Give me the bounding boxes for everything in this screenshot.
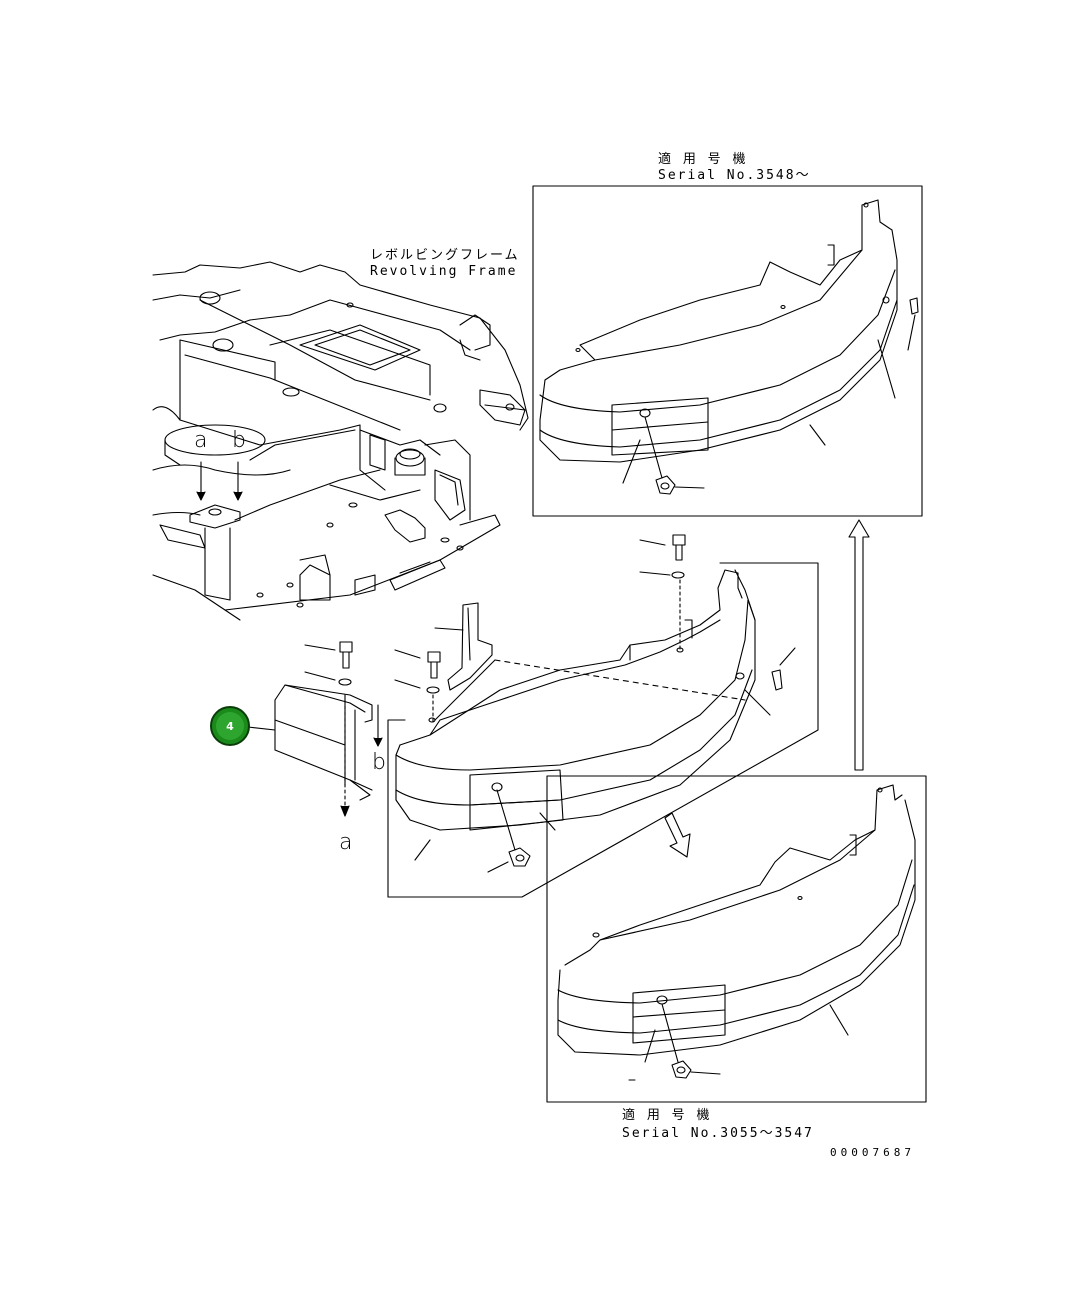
part-callout-4[interactable]: 4	[210, 706, 250, 746]
marker-a-bottom: a	[339, 830, 353, 855]
upper-serial-range: Serial No.3548～	[658, 168, 811, 183]
revolving-frame	[152, 261, 529, 621]
marker-b-top: b	[232, 428, 246, 453]
arrow-between-variants	[848, 519, 870, 771]
frame-markers	[196, 461, 243, 501]
lower-variant-counterweight	[557, 784, 916, 1081]
drawing-number: 00007687	[830, 1146, 915, 1159]
upper-variant-box	[532, 185, 923, 517]
frame-label-en: Revolving Frame	[370, 264, 518, 279]
frame-label-jp: レボルビングフレーム	[370, 248, 520, 263]
lower-serial-range: Serial No.3055～3547	[622, 1126, 814, 1141]
counterweight-main	[395, 569, 796, 873]
side-plate-part-4	[247, 684, 373, 817]
marker-b-arrow	[373, 704, 383, 747]
exploded-assembly-box	[387, 562, 819, 898]
arrow-to-lower-variant	[664, 812, 691, 858]
lower-applicability-jp: 適 用 号 機	[622, 1108, 712, 1123]
lower-variant-box	[546, 775, 927, 1103]
part-callout-number: 4	[216, 712, 244, 740]
marker-a-top: a	[194, 428, 208, 453]
bracket	[434, 602, 493, 691]
marker-b-side: b	[372, 750, 386, 775]
upper-variant-counterweight	[539, 199, 919, 495]
bolts	[304, 534, 686, 723]
upper-applicability-jp: 適 用 号 機	[658, 152, 748, 167]
